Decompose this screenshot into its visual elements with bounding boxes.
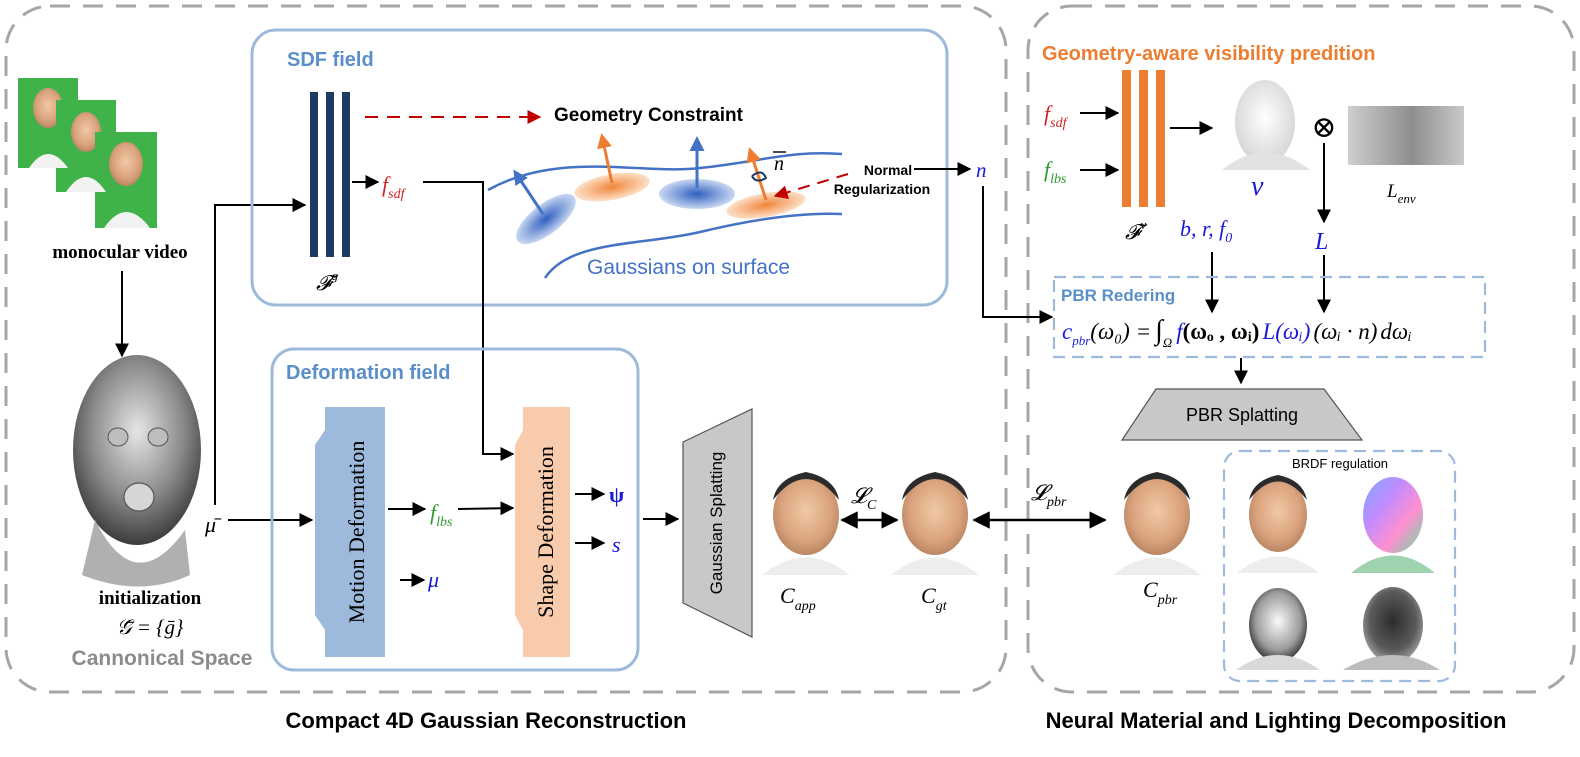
right-region (1026, 4, 1576, 694)
sdf-network-label: 𝓕g (316, 268, 339, 295)
left-caption: Compact 4D Gaussian Reconstruction (286, 708, 687, 733)
motion-deformation-label: Motion Deformation (344, 441, 369, 624)
n-output-label: n (976, 158, 987, 182)
gaussian-splatting-label: Gaussian Splatting (707, 452, 726, 595)
arrow-mubar-to-sdf (214, 198, 307, 505)
brdf-regulation-title: BRDF regulation (1292, 456, 1388, 471)
gaussians-on-surface-label: Gaussians on surface (587, 256, 790, 279)
mu-bar-label: μ̄ (204, 512, 222, 537)
monocular-video-label: monocular video (52, 242, 187, 263)
arrow-fsdf-to-shape (423, 181, 515, 461)
vis-f-sdf-label: fsdf (1044, 101, 1069, 131)
brdf-albedo-face (1237, 475, 1319, 573)
c-app-label: Capp (780, 583, 816, 614)
canonical-head-mesh (73, 355, 201, 587)
l-label: L (1314, 229, 1328, 255)
canonical-space-label: Cannonical Space (72, 647, 253, 670)
brdf-normal-map (1351, 477, 1435, 573)
brdf-params-label: b, r, f0 (1180, 216, 1232, 246)
loss-c-label: 𝓛C (851, 483, 877, 513)
v-label: v (1251, 171, 1264, 202)
normal-regularization-label-2: Regularization (834, 181, 930, 197)
loss-pbr-label: 𝓛pbr (1031, 480, 1067, 510)
gaussian-surface-illustration (487, 133, 843, 279)
pbr-rendering-panel (1052, 275, 1487, 359)
normal-regularization-label: Normal (864, 162, 912, 178)
pbr-splatting-label: PBR Splatting (1186, 405, 1298, 425)
pbr-splatting-block (1120, 388, 1364, 441)
sdf-field-panel (250, 28, 949, 307)
shape-deformation-block (515, 407, 570, 657)
visibility-network-label: 𝓕v (1125, 217, 1148, 244)
environment-map (1348, 106, 1464, 165)
deformation-field-panel (270, 347, 640, 672)
c-gt-label: Cgt (921, 583, 948, 614)
otimes-symbol: ⊗ (1311, 111, 1336, 144)
vis-f-lbs-label: flbs (1044, 157, 1067, 187)
sdf-network-layers (310, 92, 350, 257)
mu-label: μ (427, 567, 439, 592)
pbr-rendering-title: PBR Redering (1061, 286, 1175, 305)
visibility-network-layers (1122, 70, 1165, 207)
sdf-field-title: SDF field (287, 49, 374, 71)
geometry-constraint-label: Geometry Constraint (554, 105, 744, 126)
right-caption: Neural Material and Lighting Decompositi… (1046, 708, 1507, 733)
visibility-map (1222, 80, 1310, 170)
shape-deformation-label: Shape Deformation (533, 446, 558, 618)
f-sdf-label: fsdf (382, 172, 407, 202)
c-pbr-label: Cpbr (1143, 577, 1178, 608)
pbr-rendered-face (1113, 472, 1201, 575)
s-label: s (612, 532, 621, 557)
brdf-roughness-map (1343, 587, 1440, 670)
brdf-regulation-panel (1222, 449, 1457, 683)
deformation-field-title: Deformation field (286, 362, 450, 384)
rendered-face-app (762, 472, 850, 575)
f-lbs-label: flbs (430, 500, 453, 530)
brdf-specular-map (1236, 588, 1320, 670)
visibility-title: Geometry-aware visibility predition (1042, 43, 1375, 65)
motion-deformation-block (315, 407, 385, 657)
dashed-arrow-normal-regularization (773, 173, 849, 200)
arrow-flbs-to-shape (457, 501, 515, 516)
arrow-n-to-pbr (982, 186, 1054, 324)
ground-truth-face (891, 472, 979, 575)
gaussian-splatting-block (682, 408, 753, 638)
canonical-set-formula: 𝒢̄ = {ḡ} (117, 615, 185, 639)
initialization-label: initialization (99, 588, 202, 609)
monocular-video-frames (18, 78, 157, 228)
l-env-label: Lenv (1386, 181, 1416, 206)
normal-symbol: n (774, 153, 784, 175)
psi-label: ψ (609, 482, 624, 507)
